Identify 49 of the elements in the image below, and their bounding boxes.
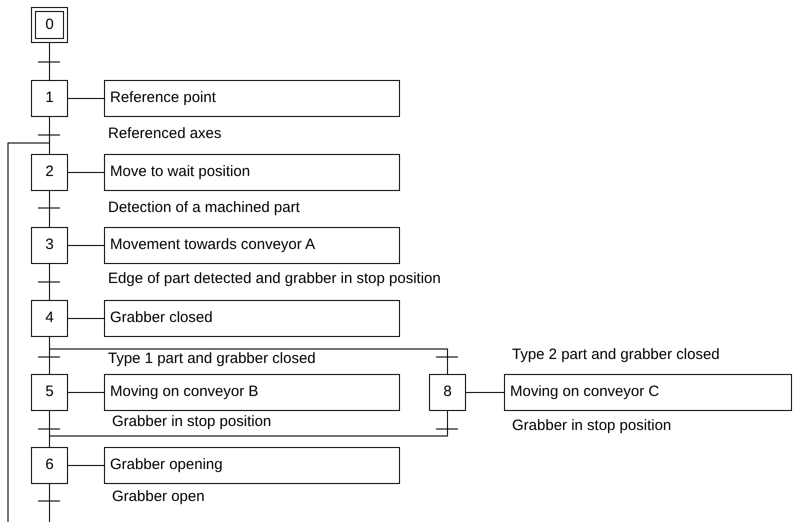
step-number: 2	[45, 162, 54, 182]
step-number: 8	[443, 382, 452, 402]
step-box	[31, 80, 68, 117]
step-number: 1	[45, 88, 54, 108]
step-box	[429, 374, 466, 411]
connector-line	[49, 190, 50, 228]
transition-condition: Detection of a machined part	[108, 199, 300, 217]
action-text: Moving on conveyor C	[510, 382, 660, 402]
connector-line	[68, 98, 104, 99]
connector-line	[68, 172, 104, 173]
action-text: Reference point	[110, 88, 216, 108]
action-box	[104, 300, 400, 337]
step-box	[31, 300, 68, 337]
action-box	[104, 447, 400, 484]
connector-line	[49, 42, 50, 80]
action-box	[104, 227, 400, 264]
transition-condition: Referenced axes	[108, 125, 222, 143]
action-text: Grabber opening	[110, 455, 223, 476]
step-box	[31, 154, 68, 191]
action-text: Movement towards conveyor A	[110, 235, 316, 256]
action-box	[104, 80, 400, 117]
action-box	[504, 374, 792, 411]
action-box	[104, 374, 400, 411]
step-number: 3	[45, 235, 54, 256]
action-text: Move to wait position	[110, 162, 250, 182]
step-number: 0	[45, 14, 54, 35]
action-text: Grabber closed	[110, 308, 213, 328]
action-text: Moving on conveyor B	[110, 382, 258, 402]
step-box	[31, 447, 68, 484]
transition-condition: Type 1 part and grabber closed	[108, 350, 316, 368]
step-number: 5	[45, 382, 54, 402]
connector-line	[68, 245, 104, 246]
action-box	[104, 154, 400, 191]
transition-condition: Grabber open	[112, 488, 205, 506]
step-number: 6	[45, 455, 54, 476]
connector-line	[49, 264, 50, 300]
step-box	[31, 227, 68, 264]
transition-condition: Grabber in stop position	[512, 417, 672, 435]
connector-line	[8, 142, 50, 522]
transition-condition: Type 2 part and grabber closed	[512, 346, 720, 364]
connector-line	[68, 392, 104, 393]
step-number: 4	[45, 308, 54, 328]
initial-step-box	[31, 7, 68, 43]
transition-condition: Grabber in stop position	[112, 413, 272, 431]
transition-condition: Edge of part detected and grabber in stop position	[108, 270, 441, 288]
connector-line	[68, 318, 104, 319]
connector-line	[68, 465, 104, 466]
connector-line	[466, 392, 504, 393]
step-box	[31, 374, 68, 411]
